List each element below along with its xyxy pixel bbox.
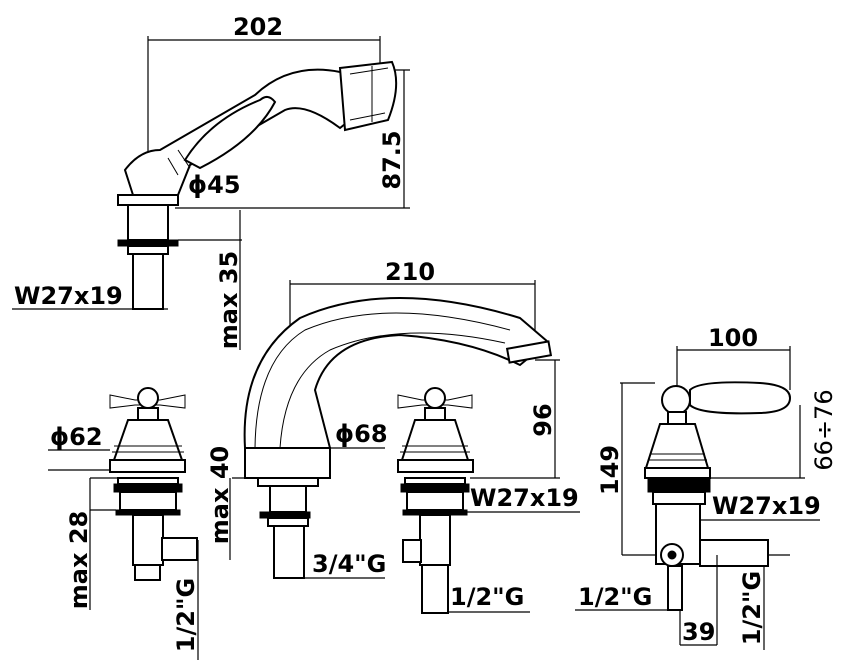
left-valve-diameter-label: ϕ62 (50, 423, 103, 451)
spout-height-label: 96 (529, 403, 557, 436)
center-valve (397, 387, 580, 614)
handshower-max-label: max 35 (215, 251, 243, 349)
center-valve-thread-label: W27x19 (470, 484, 579, 512)
left-valve-max-label: max 28 (65, 511, 93, 609)
spout-connection-label: 3/4"G (312, 550, 386, 578)
diverter-offset-label: 39 (682, 618, 715, 646)
spout-diameter-label: ϕ68 (335, 420, 388, 448)
diverter-connection-left-label: 1/2"G (578, 583, 652, 611)
spout (229, 280, 560, 579)
center-valve-connection-label: 1/2"G (450, 583, 524, 611)
diverter (575, 346, 820, 650)
handshower-diameter-label: ϕ45 (188, 171, 241, 199)
handshower-width-label: 202 (233, 13, 283, 41)
diverter-lever-label: 100 (708, 324, 758, 352)
diverter-height-label: 149 (596, 445, 624, 495)
diverter-thread-label: W27x19 (712, 492, 821, 520)
handshower-thread-label: W27x19 (14, 282, 123, 310)
handshower-height-label: 87.5 (378, 130, 406, 189)
spout-reach-label: 210 (385, 258, 435, 286)
left-valve (48, 387, 199, 660)
handshower (12, 36, 410, 350)
left-valve-connection-label: 1/2"G (172, 578, 200, 652)
spout-max-label: max 40 (206, 446, 234, 544)
diverter-connection-right-label: 1/2"G (738, 571, 766, 645)
diverter-height-range-label: 66÷76 (810, 389, 838, 470)
